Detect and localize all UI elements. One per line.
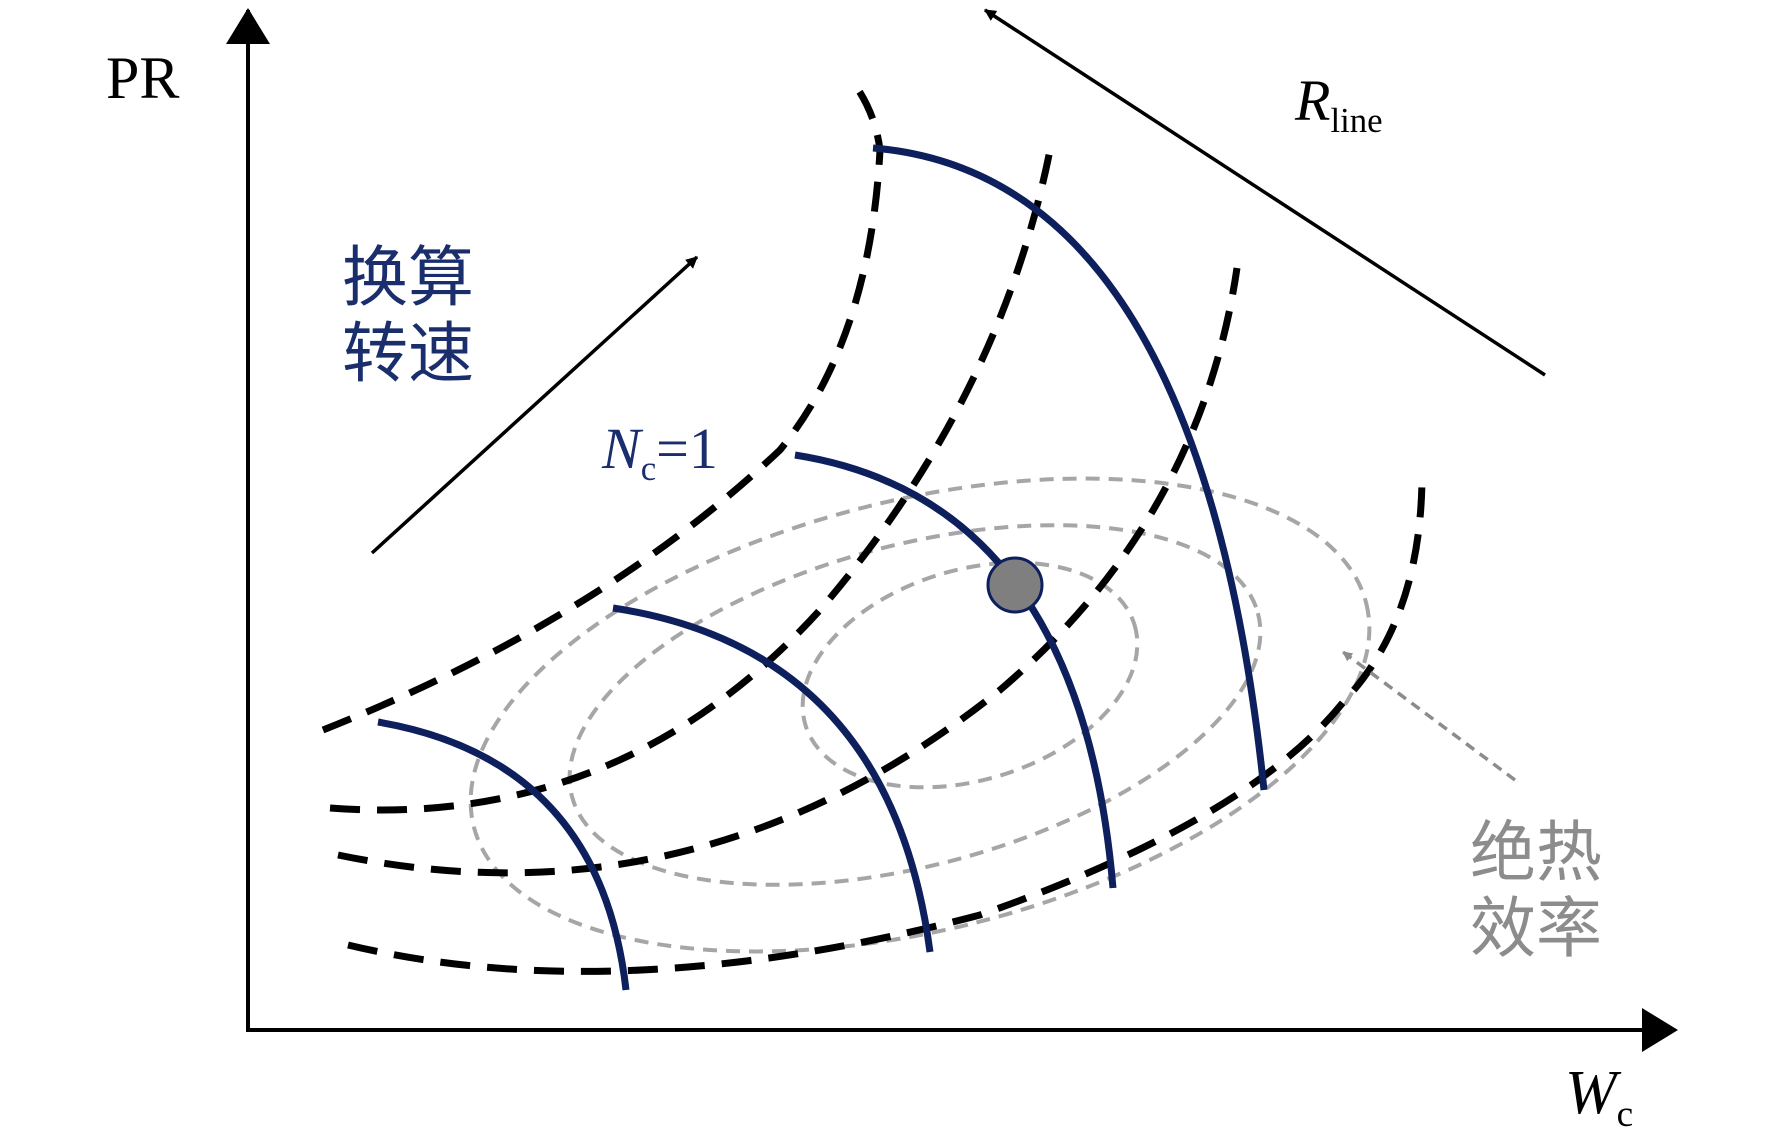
speed-line-1 — [377, 718, 630, 991]
speed-direction-arrow — [370, 255, 699, 555]
y-axis-label: PR — [106, 45, 180, 111]
r-lines — [321, 75, 1426, 975]
nc-label: Nc=1 — [602, 420, 718, 487]
r-line-2 — [329, 149, 1054, 814]
corrected-speed-label: 换算 转速 — [342, 240, 474, 392]
axes — [226, 8, 1678, 1052]
adiabatic-efficiency-label-line2: 效率 — [1470, 890, 1602, 967]
x-axis-label-sub: c — [1616, 1094, 1634, 1135]
adiabatic-efficiency-label: 绝热 效率 — [1470, 815, 1602, 967]
nc-label-value: =1 — [656, 416, 718, 481]
corrected-speed-label-line2: 转速 — [342, 315, 474, 392]
x-axis-label: Wc — [1565, 1062, 1633, 1133]
x-axis-arrow-icon — [1642, 1008, 1678, 1052]
rline-direction-arrow — [983, 8, 1546, 377]
efficiency-contour-middle — [567, 523, 1263, 887]
operating-point-marker-icon — [986, 556, 1044, 614]
efficiency-pointer-arrow — [1341, 650, 1517, 782]
nc-label-main: N — [602, 416, 641, 481]
speed-lines — [377, 144, 1268, 991]
r-line-1 — [321, 75, 884, 734]
nc-label-sub: c — [640, 449, 657, 489]
corrected-speed-label-line1: 换算 — [342, 239, 474, 316]
r-line-4 — [347, 479, 1426, 975]
speed-line-2 — [612, 604, 934, 953]
r-line-label-main: R — [1295, 68, 1331, 133]
r-line-3 — [337, 267, 1241, 877]
r-line-label: Rline — [1295, 72, 1383, 139]
speed-line-4 — [872, 144, 1268, 791]
efficiency-contour-inner — [800, 560, 1140, 790]
adiabatic-efficiency-label-line1: 绝热 — [1470, 814, 1602, 891]
r-line-label-sub: line — [1330, 101, 1383, 141]
efficiency-contour-outer — [468, 476, 1372, 954]
y-axis-arrow-icon — [226, 8, 270, 44]
efficiency-contours — [468, 476, 1372, 954]
x-axis-label-main: W — [1565, 1059, 1617, 1127]
